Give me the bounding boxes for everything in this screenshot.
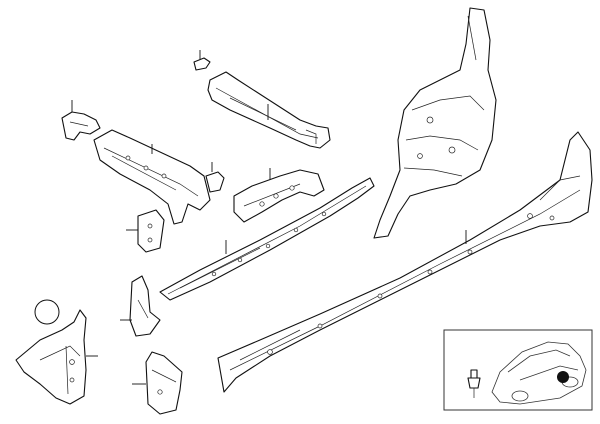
location-marker-icon: [557, 371, 569, 383]
rear-cross-member[interactable]: [207, 71, 331, 149]
bracket-top-left[interactable]: [61, 100, 101, 141]
mounting-plate-left[interactable]: [126, 209, 165, 253]
pillar-bracket-small[interactable]: [120, 275, 161, 337]
rocker-panel-outer[interactable]: [217, 131, 593, 393]
inset-frame: [443, 329, 593, 411]
car-silhouette-icon: [491, 341, 587, 405]
location-inset: [443, 329, 593, 411]
door-pillar-panel[interactable]: [373, 7, 497, 239]
front-rail-left[interactable]: [93, 129, 211, 225]
front-wheel-arch-section[interactable]: [15, 309, 98, 405]
lower-pillar-bracket[interactable]: [132, 351, 183, 415]
callout-circle: [34, 299, 60, 325]
rivet-icon: [467, 369, 481, 398]
reinforcement-panel-center[interactable]: [233, 168, 325, 223]
small-bracket-center[interactable]: [205, 162, 225, 193]
inner-sill-reinforcement[interactable]: [159, 177, 375, 301]
small-clip[interactable]: [193, 50, 211, 71]
